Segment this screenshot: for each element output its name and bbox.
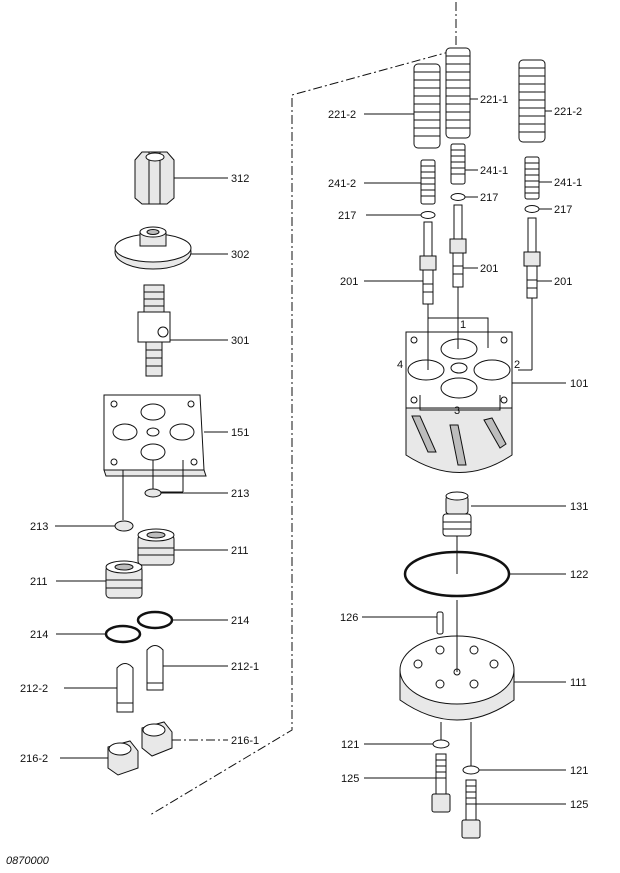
part-213-ring-lower xyxy=(114,520,134,532)
part-201-spool-left xyxy=(419,221,437,305)
label-241-2: 241-2 xyxy=(328,178,356,190)
label-216-2: 216-2 xyxy=(20,753,48,765)
part-221-2-spring-left xyxy=(413,63,441,149)
part-241-1-spring-right xyxy=(524,156,540,200)
label-214-right: 214 xyxy=(231,615,249,627)
label-211-left: 211 xyxy=(30,576,48,588)
part-111-base-plate xyxy=(399,600,515,721)
label-212-2: 212-2 xyxy=(20,683,48,695)
label-125-left: 125 xyxy=(341,773,359,785)
label-201-right: 201 xyxy=(554,276,572,288)
part-121-washer-left xyxy=(432,739,450,749)
part-101-casing xyxy=(405,331,513,473)
part-211-plug-right xyxy=(137,528,175,566)
part-221-1-spring xyxy=(445,47,471,139)
part-241-2-spring xyxy=(420,159,436,205)
part-125-bolt-right xyxy=(461,779,481,839)
part-211-plug-left xyxy=(105,560,143,599)
label-101: 101 xyxy=(570,378,588,390)
label-241-1-mid: 241-1 xyxy=(480,165,508,177)
part-131-fitting xyxy=(442,491,472,537)
part-301-universal-joint xyxy=(137,284,171,377)
label-121-right: 121 xyxy=(570,765,588,777)
label-111: 111 xyxy=(570,677,587,689)
label-241-1-right: 241-1 xyxy=(554,177,582,189)
part-217-washer-right xyxy=(524,205,540,213)
label-213-lower: 213 xyxy=(30,521,48,533)
label-151: 151 xyxy=(231,427,249,439)
label-312: 312 xyxy=(231,173,249,185)
label-121-left: 121 xyxy=(341,739,359,751)
part-201-spool-right xyxy=(523,217,541,299)
label-217-left: 217 xyxy=(338,210,356,222)
part-201-spool-mid xyxy=(449,204,467,288)
part-217-washer-mid xyxy=(450,193,466,201)
label-302: 302 xyxy=(231,249,249,261)
label-125-right: 125 xyxy=(570,799,588,811)
part-312-hex-nut xyxy=(134,151,175,205)
label-126: 126 xyxy=(340,612,358,624)
port-label-3: 3 xyxy=(454,405,460,417)
part-213-ring-upper xyxy=(144,488,162,498)
part-302-cam-plate xyxy=(114,226,192,270)
part-151-square-plate xyxy=(103,394,207,477)
label-212-1: 212-1 xyxy=(231,661,259,673)
label-201-mid: 201 xyxy=(480,263,498,275)
part-216-1-cap xyxy=(141,721,173,757)
label-301: 301 xyxy=(231,335,249,347)
part-126-pin xyxy=(436,611,444,635)
label-221-2-right: 221-2 xyxy=(554,106,582,118)
port-label-1: 1 xyxy=(460,319,466,331)
part-241-1-spring-mid xyxy=(450,143,466,185)
part-212-1-pin xyxy=(146,645,164,691)
label-211-right: 211 xyxy=(231,545,249,557)
label-201-left: 201 xyxy=(340,276,358,288)
port-label-2: 2 xyxy=(514,359,520,371)
label-131: 131 xyxy=(570,501,588,513)
label-221-1: 221-1 xyxy=(480,94,508,106)
label-217-mid: 217 xyxy=(480,192,498,204)
part-125-bolt-left xyxy=(431,753,451,813)
label-122: 122 xyxy=(570,569,588,581)
document-code: 0870000 xyxy=(6,855,49,867)
label-214-left: 214 xyxy=(30,629,48,641)
part-214-o-ring-right xyxy=(136,610,174,630)
port-label-4: 4 xyxy=(397,359,403,371)
label-221-2-left: 221-2 xyxy=(328,109,356,121)
part-212-2-pin xyxy=(116,663,134,713)
part-121-washer-right xyxy=(462,765,480,775)
part-217-washer-left xyxy=(420,211,436,219)
label-217-right: 217 xyxy=(554,204,572,216)
part-214-o-ring-left xyxy=(104,624,142,644)
label-216-1: 216-1 xyxy=(231,735,259,747)
part-221-2-spring-right xyxy=(518,59,546,143)
label-213-upper: 213 xyxy=(231,488,249,500)
part-216-2-cap xyxy=(107,740,139,776)
assembly-boundary-line xyxy=(149,2,457,816)
